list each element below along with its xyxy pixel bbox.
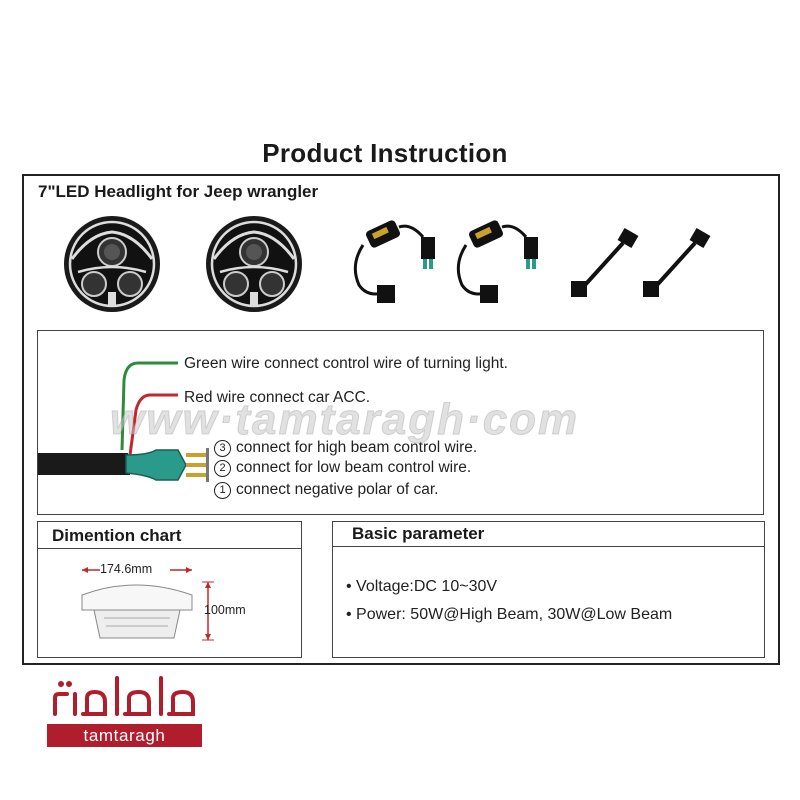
headlight-front-image-2 [206, 216, 302, 312]
divider [332, 546, 765, 547]
bullet-icon: • [346, 578, 357, 595]
parameter-item: • Power: 50W@High Beam, 30W@Low Beam [346, 606, 673, 623]
pin-number-badge: 1 [214, 482, 231, 499]
watermark-text: www·tamtaragh·com [109, 395, 580, 445]
wiring-diagram-plug [38, 361, 209, 482]
decoder-harness-image-2 [456, 220, 538, 303]
width-dimension-label: 174.6mm [100, 562, 153, 576]
decoder-harness-image-1 [353, 220, 435, 303]
brand-logo-text: tamtaragh [47, 724, 202, 747]
headlight-front-image-1 [64, 216, 160, 312]
parameter-panel [332, 521, 765, 658]
parameter-item: • Voltage:DC 10~30V [346, 578, 498, 595]
brand-logo-mark [53, 676, 195, 716]
instruction-frame [22, 174, 780, 665]
pin-number-badge: 2 [214, 460, 231, 477]
dimension-drawing [81, 567, 214, 641]
adapter-cable-image-1 [571, 227, 639, 297]
adapter-cable-image-2 [643, 227, 711, 297]
green-wire-instruction: Green wire connect control wire of turni… [184, 355, 508, 372]
pin-number-badge: 3 [214, 440, 231, 457]
divider [37, 548, 302, 549]
height-dimension-label: 100mm [204, 603, 246, 617]
page-title: Product Instruction [262, 138, 508, 168]
product-subtitle: 7"LED Headlight for Jeep wrangler [38, 182, 319, 201]
red-wire-instruction: Red wire connect car ACC. [184, 389, 371, 406]
bullet-icon: • [346, 606, 357, 623]
parameter-heading: Basic parameter [352, 524, 485, 543]
dimension-heading: Dimention chart [52, 526, 182, 545]
wiring-panel [37, 330, 764, 515]
